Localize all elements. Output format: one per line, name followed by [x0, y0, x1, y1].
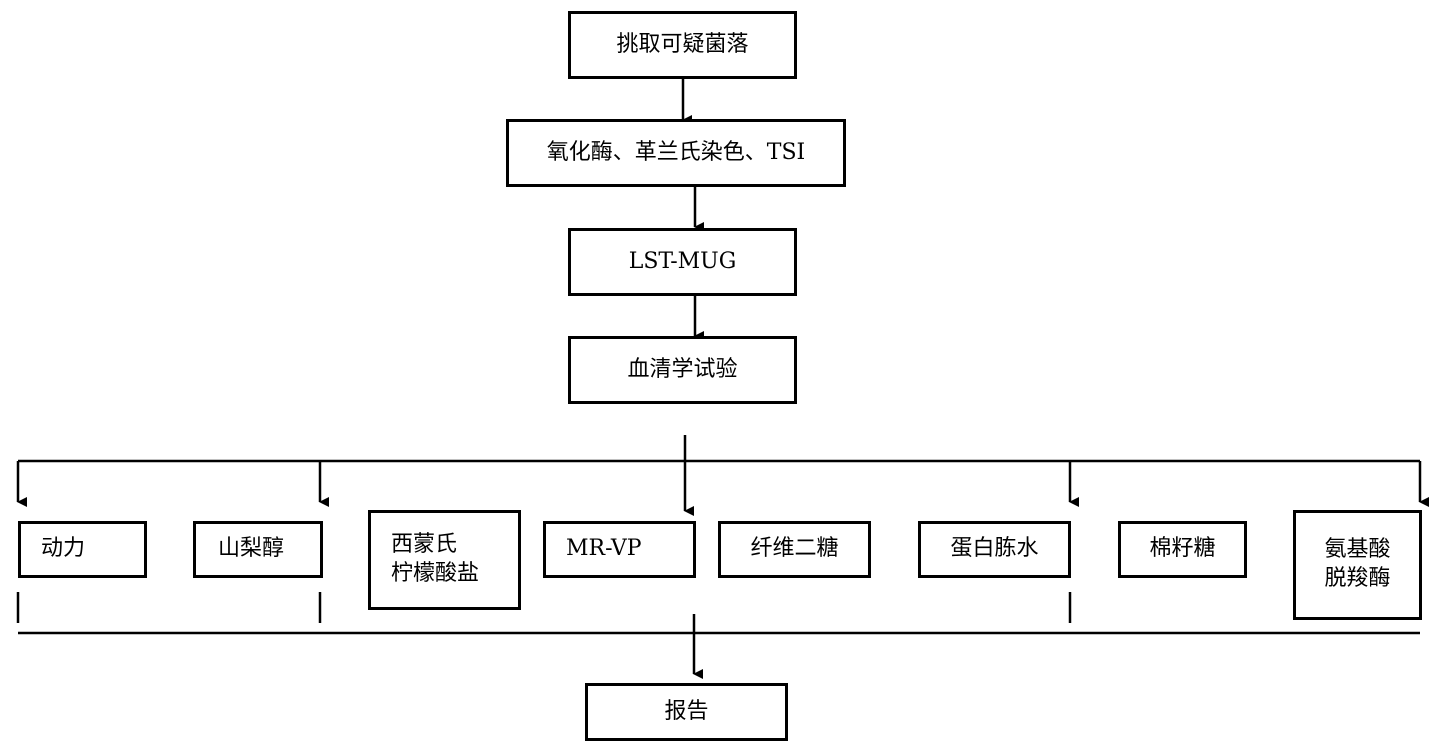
test-motility: 动力	[18, 521, 147, 578]
test-mrvp: MR-VP	[543, 521, 696, 578]
test-citrate-label-1: 西蒙氏	[391, 532, 458, 558]
test-peptone-water: 蛋白胨水	[918, 521, 1071, 578]
test-raffinose: 棉籽糖	[1118, 521, 1247, 578]
test-amino-acid-decarboxylase: 氨基酸 脱羧酶	[1293, 510, 1422, 620]
test-cellobiose-label: 纤维二糖	[750, 536, 839, 562]
step-pick-colony-label: 挑取可疑菌落	[616, 31, 749, 57]
test-citrate-label-2: 柠檬酸盐	[391, 561, 480, 586]
test-sorbitol: 山梨醇	[193, 521, 323, 578]
step-oxidase-gram-tsi-label: 氧化酶、革兰氏染色、TSI	[546, 139, 806, 165]
step-pick-colony: 挑取可疑菌落	[568, 11, 797, 79]
test-sorbitol-label: 山梨醇	[218, 536, 285, 562]
test-mrvp-label: MR-VP	[566, 536, 642, 562]
step-serology-label: 血清学试验	[627, 356, 738, 382]
test-raffinose-label: 棉籽糖	[1149, 536, 1216, 562]
test-cellobiose: 纤维二糖	[718, 521, 871, 578]
step-serology: 血清学试验	[568, 336, 797, 404]
step-report: 报告	[585, 683, 788, 741]
step-oxidase-gram-tsi: 氧化酶、革兰氏染色、TSI	[506, 119, 846, 187]
test-motility-label: 动力	[41, 536, 86, 562]
step-lst-mug: LST-MUG	[568, 228, 797, 296]
step-report-label: 报告	[664, 698, 709, 724]
test-decarboxylase-label-2: 脱羧酶	[1324, 566, 1391, 591]
step-lst-mug-label: LST-MUG	[628, 248, 737, 274]
test-citrate: 西蒙氏 柠檬酸盐	[368, 510, 521, 610]
test-decarboxylase-label-1: 氨基酸	[1324, 537, 1391, 563]
test-peptone-water-label: 蛋白胨水	[950, 536, 1039, 562]
